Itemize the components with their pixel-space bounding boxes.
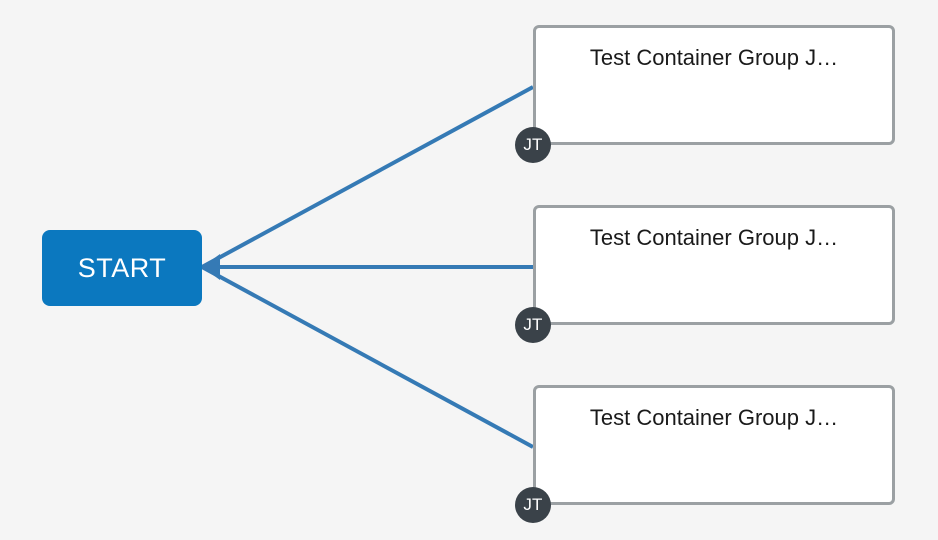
edge-line-1[interactable] (201, 85, 534, 269)
edge-lines (201, 85, 534, 449)
workflow-node-2-badge[interactable]: JT (515, 307, 551, 343)
workflow-node-1[interactable]: Test Container Group J… JT (515, 25, 895, 163)
workflow-node-3[interactable]: Test Container Group J… JT (515, 385, 895, 523)
workflow-node-3-label: Test Container Group J… (589, 405, 839, 430)
workflow-node-2-label: Test Container Group J… (589, 225, 839, 250)
start-node-label: START (77, 252, 167, 283)
workflow-node-1-badge[interactable]: JT (515, 127, 551, 163)
edge-arrowhead (202, 254, 220, 280)
workflow-node-3-badge[interactable]: JT (515, 487, 551, 523)
start-node[interactable]: START (42, 230, 202, 306)
workflow-node-1-label: Test Container Group J… (589, 45, 839, 70)
edge-arrowhead-icon (202, 254, 220, 280)
edge-line-3[interactable] (201, 265, 534, 449)
workflow-node-2[interactable]: Test Container Group J… JT (515, 205, 895, 343)
